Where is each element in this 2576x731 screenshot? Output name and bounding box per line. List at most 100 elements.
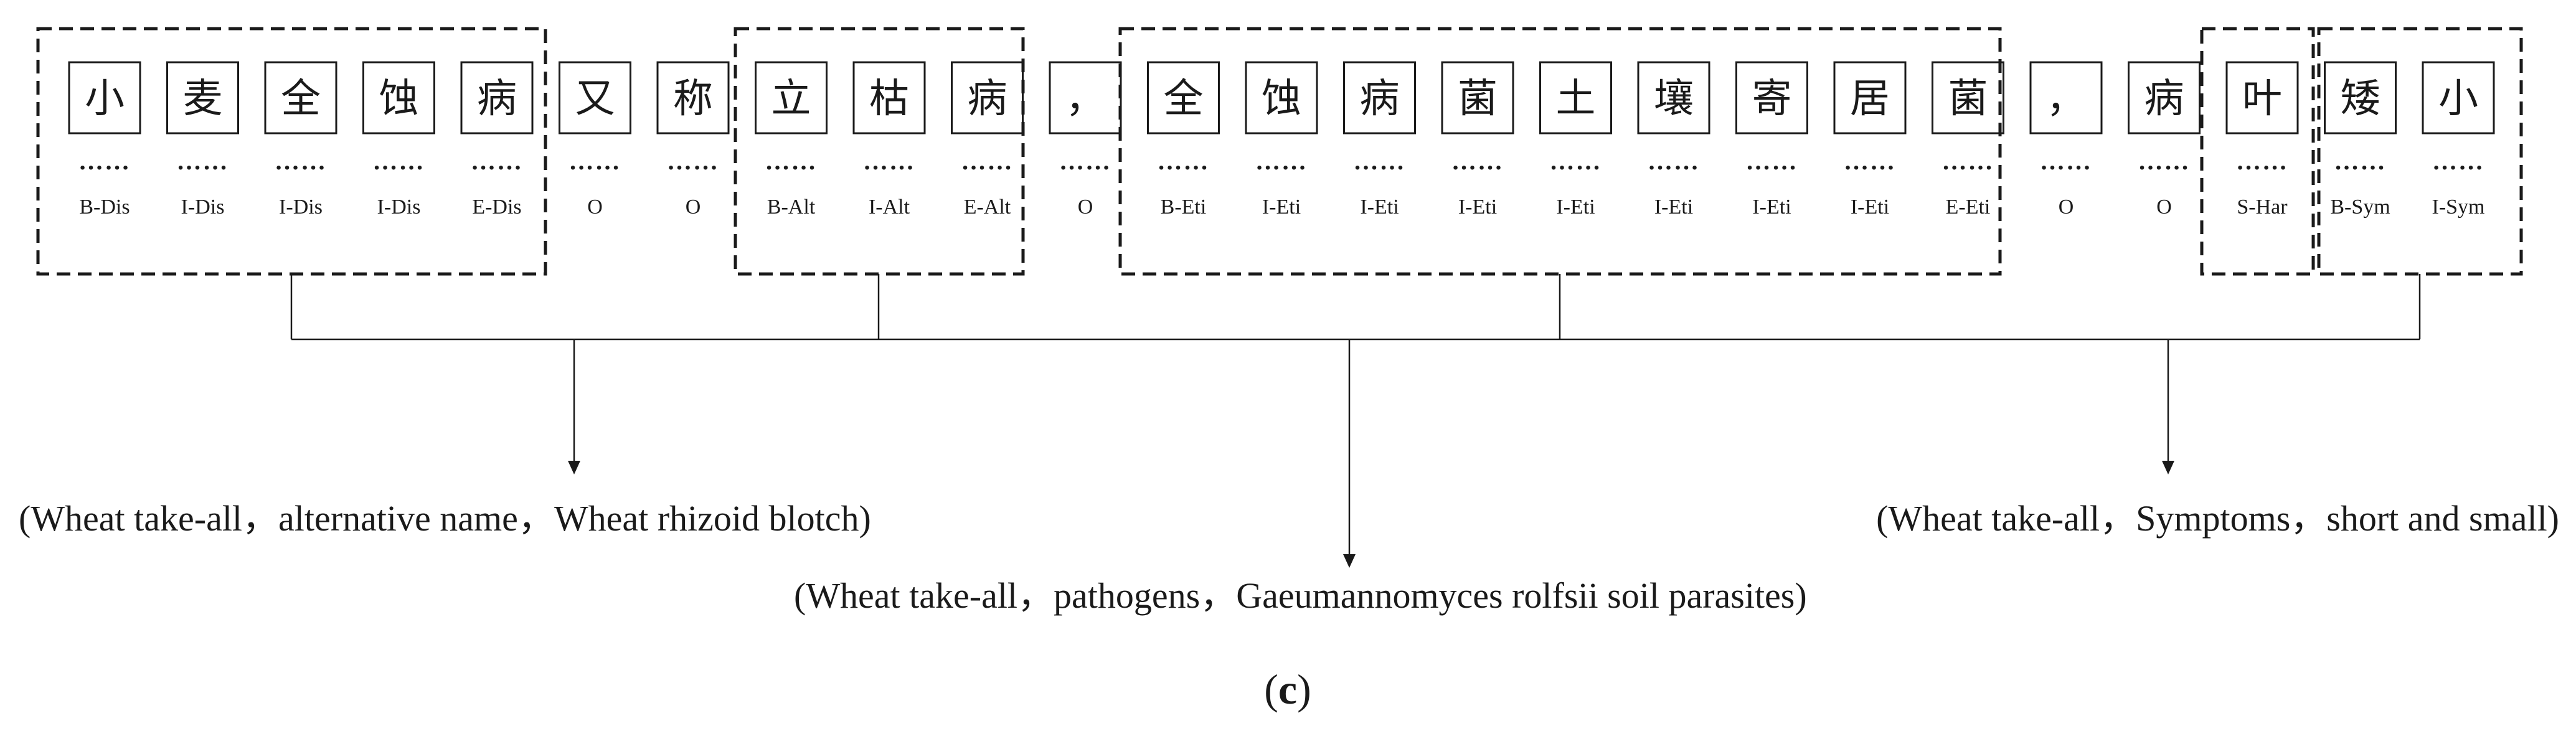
token-column: 病 …… O — [2128, 61, 2201, 219]
relation-connectors — [290, 274, 2421, 568]
token-dots: …… — [1746, 147, 1798, 175]
token-box-frame — [755, 61, 828, 134]
token-box-frame — [656, 61, 730, 134]
token-char-box: 又 — [559, 61, 631, 134]
token-column: 矮……B-Sym — [2324, 61, 2397, 219]
triple-alternative-name: (Wheat take-all，alternative name，Wheat r… — [19, 498, 871, 539]
caption-close-paren: ) — [1297, 666, 1311, 713]
token-tag: I-Dis — [279, 196, 323, 219]
triple-symptoms: (Wheat take-all，Symptoms，short and small… — [1876, 498, 2559, 539]
token-dots: …… — [275, 147, 327, 175]
token-dots: …… — [2334, 147, 2387, 175]
token-char-box: 小 — [2422, 61, 2495, 134]
token-dots: …… — [1059, 147, 1111, 175]
token-column: 枯……I-Alt — [852, 61, 926, 219]
token-tag: B-Eti — [1161, 196, 1207, 219]
token-char-box: 全 — [1147, 61, 1220, 134]
token-tag: I-Eti — [1851, 196, 1889, 219]
token-box-frame — [2324, 61, 2397, 134]
token-dots: …… — [961, 147, 1014, 175]
token-dots: …… — [2138, 147, 2191, 175]
token-tag: O — [587, 196, 603, 219]
token-char-box: 壤 — [1637, 61, 1710, 134]
token-box-frame — [264, 61, 337, 134]
caption-letter: c — [1278, 666, 1297, 713]
token-dots: …… — [2432, 147, 2484, 175]
token-tag: O — [2156, 196, 2172, 219]
token-char-box: 病 — [2128, 61, 2201, 134]
token-box-frame — [2029, 61, 2103, 134]
token-dots: …… — [1648, 147, 1700, 175]
token-dots: …… — [667, 147, 719, 175]
token-column: 小……B-Dis — [68, 61, 141, 219]
token-box-frame — [68, 61, 141, 134]
token-box-frame — [2225, 61, 2299, 134]
token-char: 壤 — [1654, 76, 1694, 122]
caption-open-paren: ( — [1264, 666, 1278, 713]
token-dots: …… — [373, 147, 425, 175]
token-column: 菌……I-Eti — [1441, 61, 1514, 219]
token-column: 寄……I-Eti — [1735, 61, 1808, 219]
token-box-frame — [1637, 61, 1710, 134]
token-column: 病……E-Dis — [460, 61, 534, 219]
token-tag: I-Dis — [181, 196, 225, 219]
token-tag: I-Eti — [1262, 196, 1301, 219]
token-char-box: 病 — [951, 61, 1024, 134]
token-char-box: 立 — [755, 61, 828, 134]
token-box-frame — [951, 61, 1024, 134]
token-char-box: 菌 — [1932, 61, 2004, 134]
token-dots: …… — [569, 147, 621, 175]
token-char-box: 蚀 — [1245, 61, 1318, 134]
token-tag: B-Sym — [2330, 196, 2390, 219]
token-tag: E-Dis — [472, 196, 521, 219]
token-dots: …… — [1158, 147, 1210, 175]
token-char: 菌 — [1948, 76, 1988, 122]
token-box-frame — [1147, 61, 1220, 134]
token-box-frame — [166, 61, 239, 134]
token-char: 小 — [2438, 76, 2478, 122]
token-box-frame — [1932, 61, 2004, 134]
arrow-pathogens-head — [1343, 554, 1356, 568]
token-tag: O — [686, 196, 701, 219]
token-box-frame — [1735, 61, 1808, 134]
token-column: 居……I-Eti — [1833, 61, 1907, 219]
token-tag: I-Eti — [1752, 196, 1791, 219]
token-char: 又 — [575, 76, 615, 122]
token-box-frame — [2128, 61, 2201, 134]
token-tag: I-Sym — [2432, 196, 2485, 219]
token-tag: I-Eti — [1654, 196, 1693, 219]
token-box-frame — [362, 61, 435, 134]
token-column: 称 …… O — [656, 61, 730, 219]
token-box-frame — [1833, 61, 1907, 134]
figure-caption: (c) — [1264, 666, 1311, 713]
token-char-box: ， — [1049, 61, 1122, 134]
token-column: 土……I-Eti — [1539, 61, 1612, 219]
entity-box-etiology — [1118, 27, 2002, 276]
token-char: 叶 — [2242, 76, 2282, 122]
token-column: 菌……E-Eti — [1932, 61, 2004, 219]
token-dots: …… — [1451, 147, 1504, 175]
token-box-frame — [460, 61, 534, 134]
token-column: 麦……I-Dis — [166, 61, 239, 219]
token-column: 壤 …… I-Eti — [1637, 61, 1710, 219]
token-char: 立 — [771, 76, 811, 122]
token-dots: …… — [1354, 147, 1406, 175]
token-column: 小 …… I-Sym — [2422, 61, 2495, 219]
token-column: 全 …… I-Dis — [264, 61, 337, 219]
token-tag: I-Eti — [1556, 196, 1595, 219]
token-char: 全 — [281, 76, 321, 122]
token-char: 菌 — [1458, 76, 1498, 122]
token-column: 蚀 …… I-Dis — [362, 61, 435, 219]
token-dots: …… — [177, 147, 229, 175]
token-dots: …… — [863, 147, 915, 175]
token-char: ， — [1065, 76, 1105, 122]
token-char: 全 — [1164, 76, 1204, 122]
token-box-frame — [1539, 61, 1612, 134]
token-char: 蚀 — [379, 76, 419, 122]
token-tag: I-Dis — [377, 196, 421, 219]
token-dots: …… — [2040, 147, 2092, 175]
token-char-box: 居 — [1833, 61, 1907, 134]
token-char-box: 称 — [656, 61, 730, 134]
token-char: 枯 — [869, 76, 909, 122]
